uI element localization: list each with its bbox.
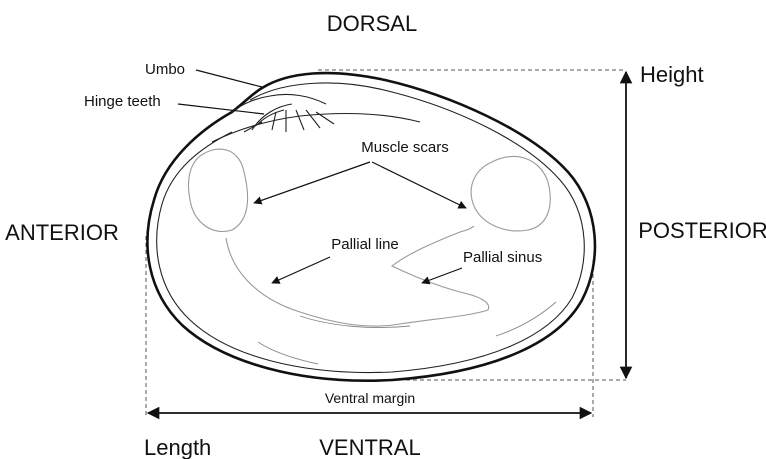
pallial-scar-faint xyxy=(300,316,410,328)
umbo-pointer xyxy=(196,70,262,87)
muscle-scars-pointer-left xyxy=(254,162,370,203)
pallial-sinus-pointer xyxy=(422,268,462,283)
posterior-muscle-scar xyxy=(471,156,550,230)
hinge-plate xyxy=(212,114,420,142)
anterior-muscle-scar xyxy=(188,149,247,231)
pallial-line-label: Pallial line xyxy=(331,236,399,253)
length-label: Length xyxy=(144,435,211,459)
ventral-growth-line-right xyxy=(496,302,556,336)
ventral-margin-label: Ventral margin xyxy=(325,390,415,406)
umbo-label: Umbo xyxy=(145,61,185,78)
pallial-sinus-label: Pallial sinus xyxy=(463,249,542,266)
umbo-beak xyxy=(232,94,326,112)
anterior-label: ANTERIOR xyxy=(5,220,119,245)
muscle-scars-label: Muscle scars xyxy=(361,139,449,156)
pallial-line-pointer xyxy=(272,257,330,283)
shell-inner-rim xyxy=(157,83,585,373)
hinge-teeth-pointer xyxy=(178,104,264,114)
hinge-teeth-label: Hinge teeth xyxy=(84,93,161,110)
muscle-scars-pointer-right xyxy=(372,162,466,208)
dorsal-label: DORSAL xyxy=(327,11,417,36)
ventral-growth-line-left xyxy=(258,342,318,364)
height-label: Height xyxy=(640,62,704,87)
posterior-label: POSTERIOR xyxy=(638,218,766,243)
ventral-label: VENTRAL xyxy=(319,435,420,459)
shell-outer-outline xyxy=(147,73,595,381)
